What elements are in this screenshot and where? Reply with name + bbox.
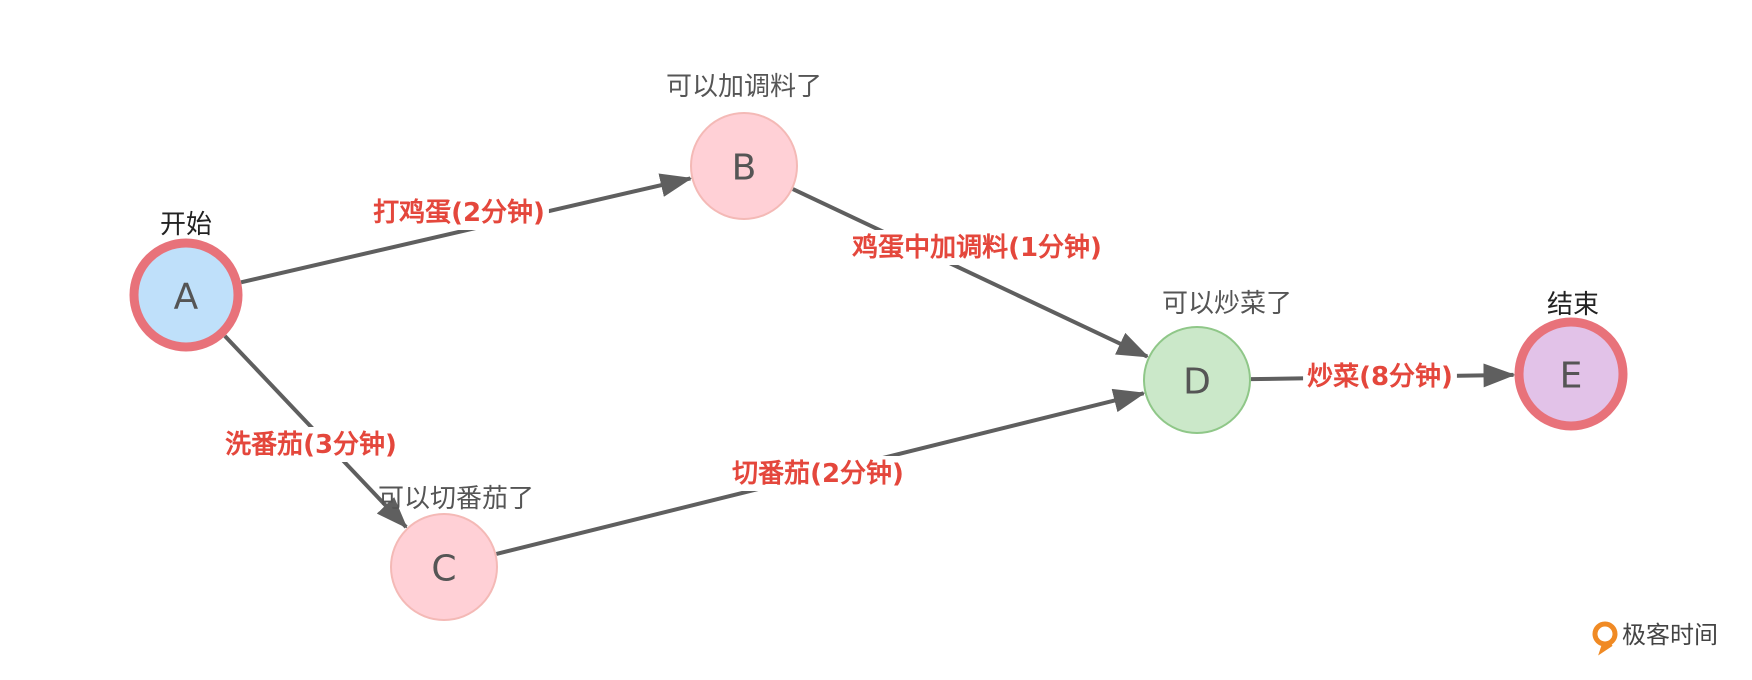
node-E: E 结束 [1514,290,1628,431]
edge-label-bg [221,427,401,462]
node-circle [1143,326,1251,434]
node-caption: 可以炒菜了 [1162,289,1292,319]
node-D: D 可以炒菜了 [1143,289,1292,434]
edge-arrow-A-B [240,173,693,285]
edges-layer: 打鸡蛋(2分钟) 洗番茄(3分钟) 鸡蛋中加调料(1分钟) 切番茄(2分钟) 炒菜(8分… [221,173,1516,556]
node-caption: 可以加调料了 [666,72,822,102]
edge-label: 鸡蛋中加调料(1分钟) [851,232,1102,263]
edge-label-bg [728,456,908,491]
node-caption: 结束 [1547,290,1599,320]
edge-A-B: 打鸡蛋(2分钟) [240,173,693,285]
node-letter: A [174,277,199,318]
node-caption: 可以切番茄了 [378,484,534,514]
edge-C-D: 切番茄(2分钟) [495,388,1146,556]
edge-label: 切番茄(2分钟) [732,458,904,489]
edge-D-E: 炒菜(8分钟) [1250,359,1516,394]
geektime-logo-icon [1592,621,1618,656]
node-letter: D [1183,362,1211,403]
node-A: A 开始 [129,210,243,352]
node-C: C 可以切番茄了 [378,484,534,621]
edge-arrow-B-D [791,187,1150,359]
node-letter: B [732,148,757,189]
edge-label: 炒菜(8分钟) [1307,361,1453,392]
edge-label: 打鸡蛋(2分钟) [373,197,545,228]
node-circle [1514,317,1628,431]
edge-label-bg [1303,359,1457,394]
nodes-layer: A 开始 B 可以加调料了 C 可以切番茄了 D 可以炒菜了 E 结束 [129,72,1628,621]
node-letter: E [1560,356,1583,397]
node-caption: 开始 [160,210,212,240]
edge-B-D: 鸡蛋中加调料(1分钟) [791,187,1150,359]
node-circle [690,112,798,220]
edge-label: 洗番茄(3分钟) [225,429,397,460]
edge-label-bg [369,195,549,230]
node-circle [129,238,243,352]
node-B: B 可以加调料了 [666,72,822,220]
node-circle [390,513,498,621]
logo-text: 极客时间 [1622,621,1718,649]
node-letter: C [431,549,456,590]
edge-label-bg [847,230,1106,265]
edge-A-C: 洗番茄(3分钟) [221,334,408,529]
geektime-logo: 极客时间 [1592,621,1718,656]
